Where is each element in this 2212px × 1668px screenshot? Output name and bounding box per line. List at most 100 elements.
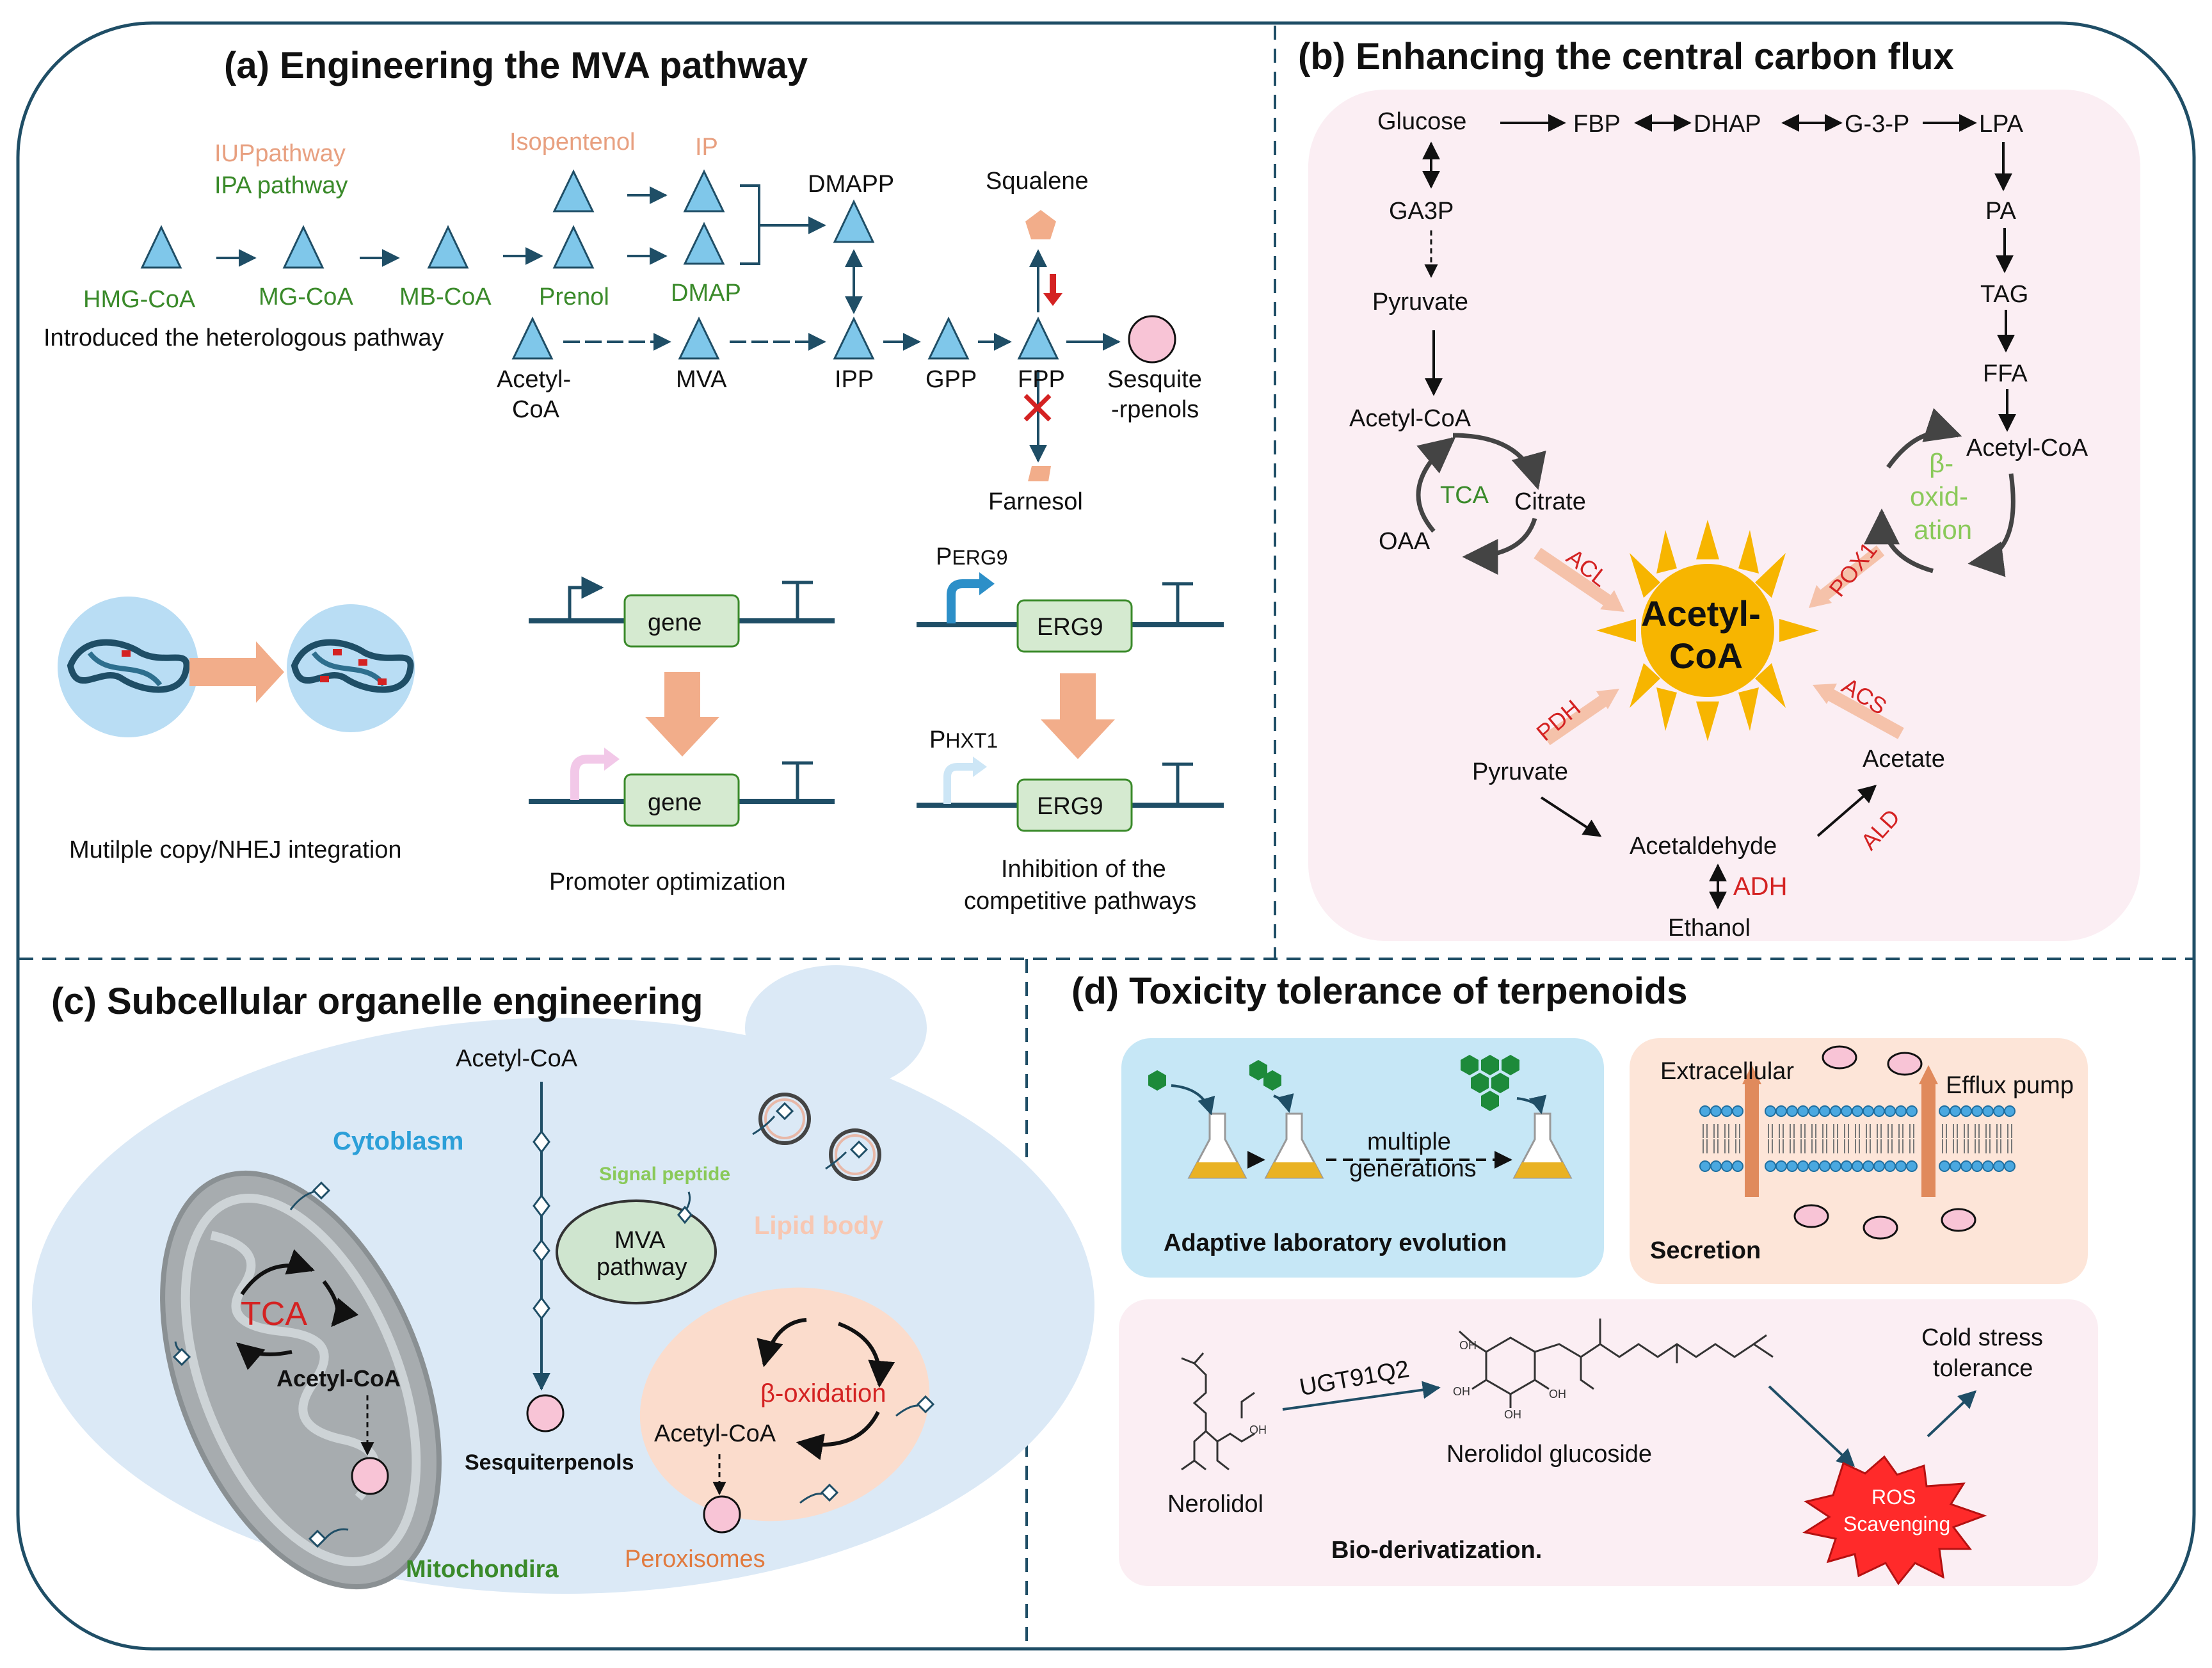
efflux-pump-right	[1921, 1082, 1936, 1197]
membrane-tail	[1811, 1124, 1816, 1138]
label-erg9-1: ERG9	[1037, 614, 1103, 641]
membrane-head	[1873, 1105, 1885, 1117]
membrane-head	[1852, 1160, 1863, 1172]
membrane-head	[1830, 1160, 1841, 1172]
terminator-icon-2	[782, 761, 813, 800]
membrane-head	[1895, 1105, 1907, 1117]
beta-cycle-arrow-left	[1864, 508, 1934, 573]
label-ros-1: ROS	[1871, 1486, 1916, 1509]
label-glucoside: Nerolidol glucoside	[1447, 1441, 1652, 1468]
label-extracellular: Extracellular	[1660, 1058, 1794, 1085]
membrane-tail	[1713, 1139, 1719, 1153]
membrane-head	[1873, 1160, 1885, 1172]
membrane-head	[1786, 1160, 1798, 1172]
triangle-prenol	[552, 225, 595, 269]
erg9-box-2	[1016, 778, 1133, 832]
panel-a-title: (a) Engineering the MVA pathway	[224, 45, 808, 86]
circle-sesquiterpenols	[1128, 315, 1176, 364]
membrane-tail	[1866, 1124, 1871, 1138]
label-nerolidol: Nerolidol	[1167, 1491, 1263, 1518]
membrane-head	[1765, 1105, 1776, 1117]
mva-pathway-organelle	[556, 1199, 717, 1304]
membrane-tail	[1985, 1139, 1991, 1153]
label-mbcoa: MB-CoA	[399, 284, 492, 310]
pentagon-squalene	[1025, 210, 1056, 239]
label-mva: MVA	[676, 366, 727, 393]
mito-targeting-tags	[172, 1181, 349, 1548]
label-oh-4: OH	[1549, 1388, 1566, 1400]
membrane-tail	[1703, 1139, 1708, 1153]
arrow-hex-flask-3	[1516, 1095, 1547, 1114]
membrane-head	[1699, 1105, 1711, 1117]
label-signal-peptide: Signal peptide	[599, 1164, 730, 1185]
membrane-tail	[1779, 1139, 1784, 1153]
membrane-tail	[1768, 1124, 1773, 1138]
label-ale: Adaptive laboratory evolution	[1164, 1230, 1507, 1256]
arrow-ros-cold	[1927, 1390, 1977, 1438]
membrane-head	[1895, 1160, 1907, 1172]
membrane-head	[1765, 1160, 1776, 1172]
label-center-2: CoA	[1669, 636, 1743, 676]
tca-arc-c-right	[322, 1280, 359, 1327]
membrane-tail	[1964, 1139, 1969, 1153]
membrane-tail	[1964, 1124, 1969, 1138]
label-acetate: Acetate	[1863, 746, 1945, 773]
label-beta-1: β-	[1929, 448, 1953, 478]
membrane-head	[1797, 1160, 1809, 1172]
label-mva-1: MVA	[614, 1227, 666, 1254]
arrow-acetaldehyde-acetate	[1816, 785, 1877, 837]
panel-a: (a) Engineering the MVA pathway IUPpathw…	[44, 45, 1224, 915]
label-cold-2: tolerance	[1933, 1355, 2033, 1382]
label-ethanol: Ethanol	[1668, 915, 1751, 942]
label-beta-oxidation-c: β-oxidation	[760, 1379, 886, 1407]
label-phxt1: PHXT1	[929, 726, 998, 753]
ros-starburst	[1802, 1455, 1987, 1585]
peroxisome	[639, 1287, 930, 1521]
label-tca-b: TCA	[1440, 482, 1489, 509]
shape-farnesol	[1028, 466, 1051, 481]
red-down-arrow-icon	[1043, 274, 1062, 306]
label-mgcoa: MG-CoA	[259, 284, 353, 310]
perox-targeting-tags	[799, 1395, 935, 1504]
triangle-mgcoa	[282, 225, 325, 269]
beta-arc-bottom	[796, 1411, 880, 1461]
membrane-head	[1710, 1160, 1722, 1172]
membrane-head	[1819, 1105, 1831, 1117]
tca-cycle-arrow-left	[1416, 437, 1456, 533]
membrane-head	[1808, 1105, 1820, 1117]
label-oh-2: OH	[1453, 1385, 1470, 1398]
label-ipp: IPP	[835, 366, 874, 393]
label-gene-2: gene	[648, 789, 702, 816]
label-oh-nerolidol: OH	[1249, 1423, 1267, 1436]
membrane-tail	[1953, 1139, 1958, 1153]
label-acetylcoa-left: Acetyl-CoA	[1349, 405, 1471, 432]
membrane-tail	[1822, 1124, 1827, 1138]
membrane-tail	[1996, 1124, 2001, 1138]
efflux-pump-left	[1745, 1082, 1759, 1197]
membrane-tail	[1855, 1124, 1860, 1138]
label-ipa-pathway: IPA pathway	[214, 172, 348, 199]
erg9-box-1	[1016, 599, 1133, 653]
label-oh-3: OH	[1504, 1408, 1521, 1421]
membrane-tail	[1735, 1124, 1740, 1138]
membrane-head	[2004, 1105, 2016, 1117]
tca-arc-c-bottom	[236, 1342, 293, 1370]
membrane-head	[1906, 1160, 1918, 1172]
panel-b-background	[1308, 90, 2140, 941]
terminator-icon-4	[1162, 762, 1193, 804]
weak-promoter-icon	[943, 763, 973, 804]
tca-cycle-arrow-right	[1462, 517, 1537, 575]
membrane-tail	[1779, 1124, 1784, 1138]
yeast-cell-before	[58, 597, 198, 737]
membrane-head	[1775, 1160, 1787, 1172]
membrane-heads	[1699, 1105, 2016, 1172]
label-perg9: PERG9	[936, 543, 1008, 570]
label-pyruvate-top: Pyruvate	[1372, 289, 1468, 316]
label-adh: ADH	[1733, 872, 1787, 901]
triangle-hmgcoa	[140, 225, 182, 269]
membrane-head	[1721, 1105, 1733, 1117]
arrow-acl	[1534, 547, 1617, 610]
membrane-tail	[1800, 1139, 1806, 1153]
membrane-tail	[1768, 1139, 1773, 1153]
nerolidol-structure	[1181, 1352, 1255, 1471]
